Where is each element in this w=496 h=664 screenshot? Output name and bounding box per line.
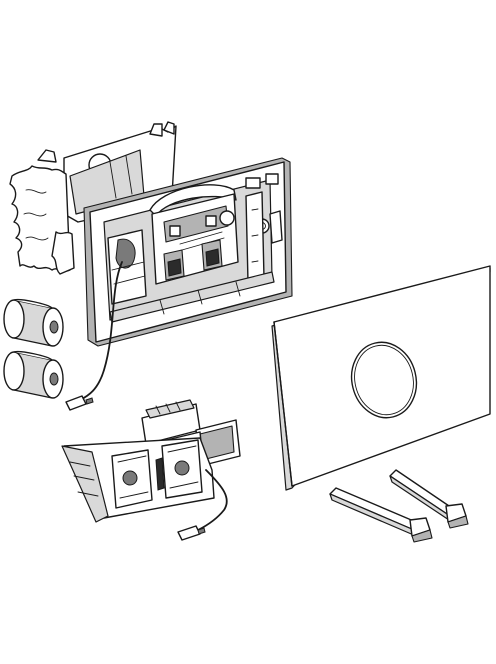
mounting-bracket <box>9 121 177 275</box>
actuator-frame <box>65 157 293 411</box>
fixing-rod-right <box>389 469 469 529</box>
fixing-rod-left <box>329 487 433 543</box>
control-unit <box>61 399 241 541</box>
cover-plate <box>271 265 491 491</box>
battery-bottom <box>3 350 64 399</box>
battery-top <box>3 298 64 347</box>
